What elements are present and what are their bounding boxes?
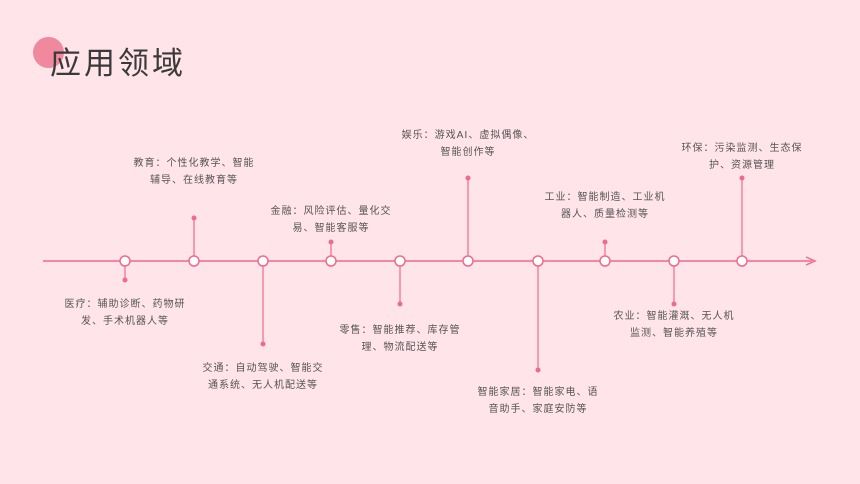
timeline-item-label: 环保：污染监测、生态保 护、资源管理 [681, 143, 803, 171]
page-title: 应用领域 [50, 46, 186, 82]
timeline-node [462, 255, 474, 267]
title-decoration-circle [33, 37, 64, 68]
timeline-item-label: 娱乐：游戏AI、虚拟偶像、 智能创作等 [401, 130, 535, 158]
timeline-node [736, 255, 748, 267]
timeline-arrow-icon [805, 256, 817, 266]
timeline-stem-end-dot [739, 175, 745, 181]
timeline-stem-end-dot [602, 239, 608, 245]
timeline-stem-end-dot [671, 301, 677, 307]
timeline-item-label: 金融：风险评估、量化交 易、智能客服等 [270, 206, 392, 234]
timeline-node [532, 255, 544, 267]
timeline-node [394, 255, 406, 267]
timeline-node [668, 255, 680, 267]
timeline-stem-end-dot [535, 367, 541, 373]
timeline-node [599, 255, 611, 267]
timeline-item-label: 工业：智能制造、工业机 器人、质量检测等 [544, 192, 666, 220]
timeline-node [119, 255, 131, 267]
timeline-item-label: 医疗：辅助诊断、药物研 发、手术机器人等 [64, 299, 186, 327]
timeline-item-label: 交通：自动驾驶、智能交 通系统、无人机配送等 [202, 363, 324, 391]
timeline-node [325, 255, 337, 267]
timeline-item-label: 智能家居：智能家电、语 音助手、家庭安防等 [477, 387, 599, 415]
timeline-item-label: 农业：智能灌溉、无人机 监测、智能养殖等 [613, 311, 735, 339]
timeline-stem-end-dot [465, 175, 471, 181]
timeline-stem-end-dot [328, 239, 334, 245]
timeline-stem-end-dot [191, 215, 197, 221]
timeline-stem-end-dot [397, 301, 403, 307]
timeline-stem-end-dot [122, 277, 128, 283]
timeline-stem-end-dot [260, 341, 266, 347]
timeline-item-label: 零售：智能推荐、库存管 理、物流配送等 [339, 325, 461, 353]
timeline-node [188, 255, 200, 267]
timeline-node [257, 255, 269, 267]
timeline-item-label: 教育：个性化教学、智能 辅导、在线教育等 [133, 158, 255, 186]
